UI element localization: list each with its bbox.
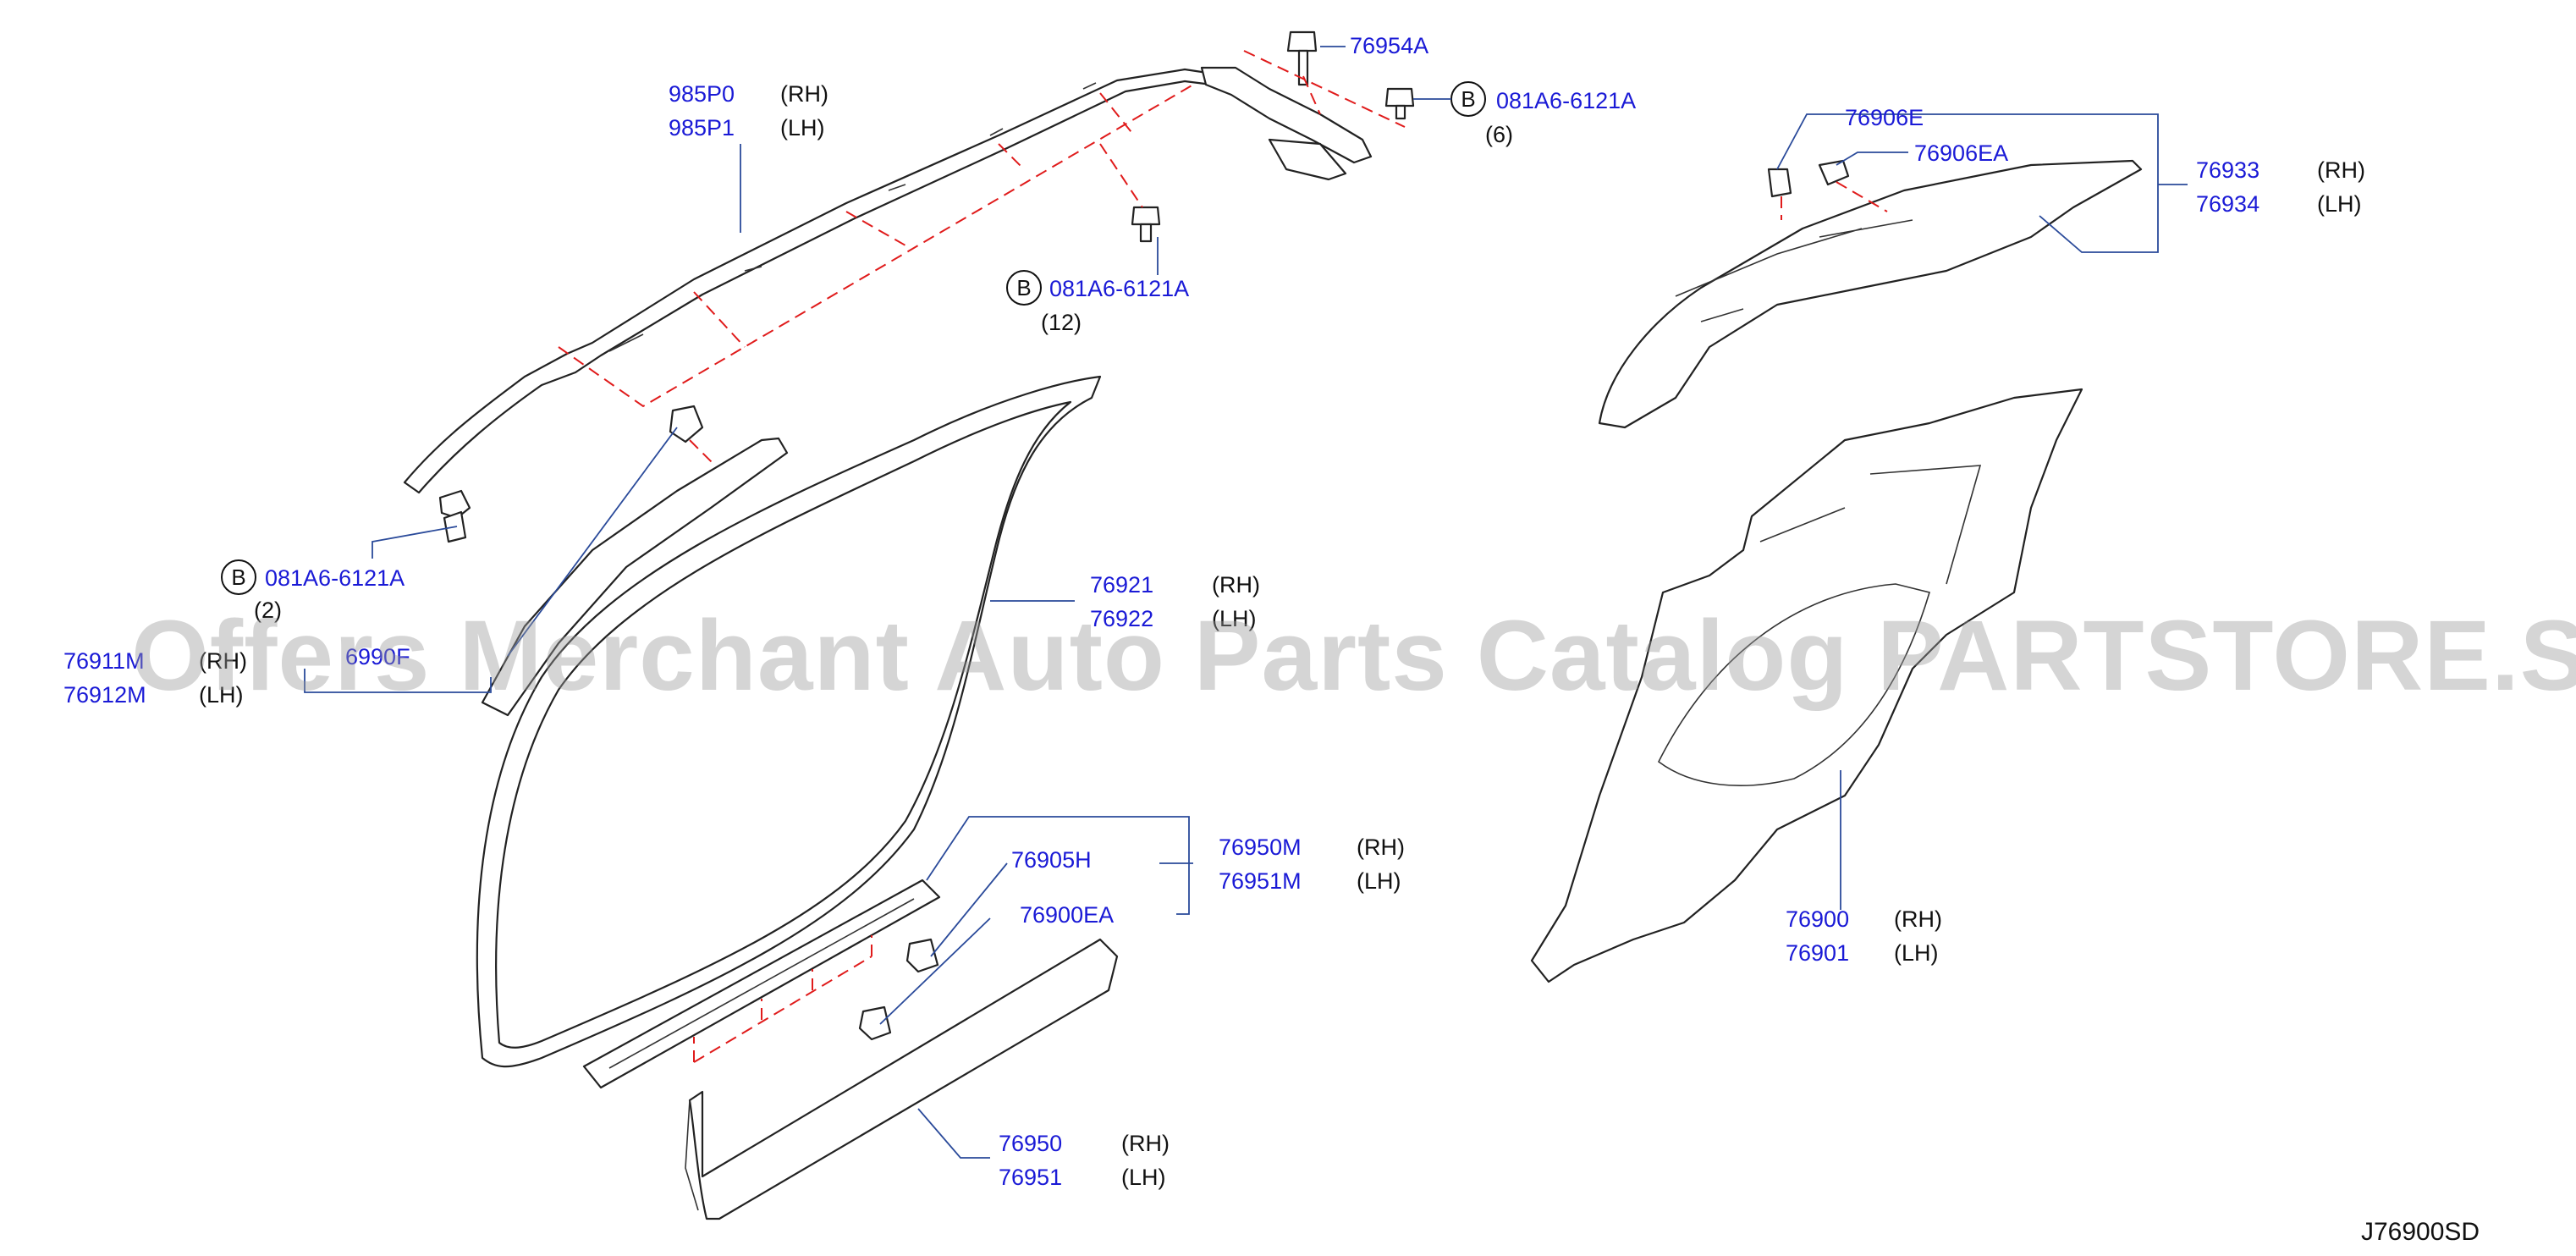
label-sill-upper: 76950M (RH) 76951M (LH) [1219,835,1405,894]
dashed-guides-upper [1781,181,1888,220]
svg-text:B: B [1016,275,1031,300]
svg-text:(RH): (RH) [199,648,247,674]
svg-text:B: B [1461,86,1475,112]
label-upper-trim: 76933 (RH) 76934 (LH) [2196,157,2365,217]
svg-text:(LH): (LH) [1121,1165,1166,1190]
svg-text:76950: 76950 [999,1131,1062,1156]
svg-text:(LH): (LH) [2317,191,2362,217]
svg-text:76901: 76901 [1786,940,1849,966]
svg-text:081A6-6121A: 081A6-6121A [265,565,405,591]
svg-text:(RH): (RH) [2317,157,2365,183]
svg-text:(LH): (LH) [1894,940,1939,966]
svg-text:76950M: 76950M [1219,835,1302,860]
label-weatherstrip: 76921 (RH) 76922 (LH) [1090,572,1260,631]
sill-kicking-plate-upper-part[interactable] [582,879,941,1089]
svg-text:(RH): (RH) [780,81,828,107]
curtain-airbag-part[interactable] [403,66,1373,494]
bolt-top-right-part[interactable] [1384,87,1415,120]
svg-text:(RH): (RH) [1212,572,1260,598]
svg-text:081A6-6121A: 081A6-6121A [1049,276,1189,301]
svg-text:76933: 76933 [2196,157,2260,183]
svg-text:(2): (2) [254,598,282,623]
door-weatherstrip-part[interactable] [476,375,1102,1068]
bolt-mid-part[interactable] [1131,206,1161,243]
svg-text:76900: 76900 [1786,906,1849,932]
pillar-clip-part[interactable] [669,405,704,443]
front-pillar-garnish-part[interactable] [481,437,789,717]
svg-text:(RH): (RH) [1894,906,1942,932]
circle-b-top: B [1450,81,1486,117]
svg-text:76951M: 76951M [1219,868,1302,894]
clip-76906ea-part[interactable] [1818,159,1850,186]
svg-text:76922: 76922 [1090,606,1153,631]
label-6990f: 6990F [345,644,410,669]
svg-text:(LH): (LH) [780,115,825,140]
svg-text:(RH): (RH) [1357,835,1405,860]
diagram-code: J76900SD [2361,1218,2480,1246]
clip-76906e-part[interactable] [1767,168,1792,198]
clip-76905h-part[interactable] [905,938,939,973]
dashed-guides-airbag [558,50,1406,408]
label-76906e: 76906E [1845,105,1924,130]
svg-text:(RH): (RH) [1121,1131,1170,1156]
upper-rear-trim-part[interactable] [1598,159,2143,429]
circle-b-mid: B [1006,270,1042,306]
circle-b-left: B [221,559,256,595]
svg-text:081A6-6121A: 081A6-6121A [1496,88,1636,113]
label-76954a: 76954A [1350,33,1428,58]
watermark: Offers Merchant Auto Parts Catalog PARTS… [131,600,2576,712]
svg-text:(6): (6) [1485,122,1513,147]
label-76900ea: 76900EA [1020,902,1114,928]
dashed-guide-pillar [689,439,716,466]
svg-text:76921: 76921 [1090,572,1153,598]
svg-text:(LH): (LH) [1212,606,1257,631]
label-bolt-top: 081A6-6121A (6) [1485,88,1636,147]
leader-lines [304,46,2188,1159]
label-rear-trim: 76900 (RH) 76901 (LH) [1786,906,1942,966]
clip-76900ea-part[interactable] [858,1005,892,1041]
rear-side-trim-part[interactable] [1530,388,2083,983]
label-airbag: 985P0 (RH) 985P1 (LH) [669,81,828,140]
label-bolt-mid: 081A6-6121A (12) [1041,276,1189,335]
airbag-clip-bolt-left[interactable] [438,489,471,543]
svg-text:76934: 76934 [2196,191,2260,217]
svg-text:76951: 76951 [999,1165,1062,1190]
side-sill-plate-lower-part[interactable] [685,938,1119,1220]
dashed-guides-sill [693,935,872,1063]
svg-text:B: B [231,565,245,590]
svg-text:76912M: 76912M [63,682,146,708]
svg-text:(LH): (LH) [1357,868,1401,894]
svg-text:985P1: 985P1 [669,115,735,140]
label-76906ea: 76906EA [1914,140,2008,166]
label-bolt-left: 081A6-6121A (2) [254,565,405,623]
svg-text:(LH): (LH) [199,682,244,708]
label-76905h: 76905H [1011,847,1092,873]
label-sill-lower: 76950 (RH) 76951 (LH) [999,1131,1170,1190]
svg-text:76911M: 76911M [63,648,145,674]
svg-text:(12): (12) [1041,310,1082,335]
bolt-76954a-part[interactable] [1286,30,1318,86]
label-pillar: 76911M (RH) 76912M (LH) [63,648,247,708]
svg-text:985P0: 985P0 [669,81,735,107]
